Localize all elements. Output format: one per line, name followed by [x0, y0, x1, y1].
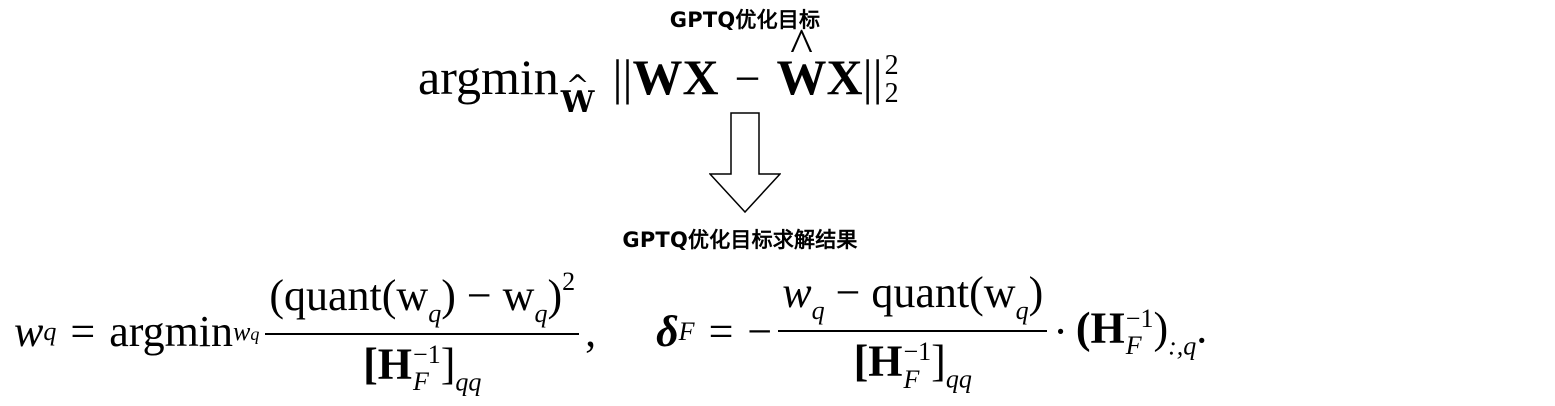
argmin-operator-2: argmin	[109, 307, 234, 356]
equals-sign: =	[70, 307, 96, 356]
argmin-subscript-w-hat: ^W	[560, 69, 595, 120]
down-arrow-icon	[709, 112, 781, 214]
matrix-x-second: X	[826, 49, 863, 105]
hat-mark-large: ^	[790, 19, 813, 72]
hat-mark: ^	[565, 69, 590, 102]
comma: ,	[585, 307, 597, 356]
minus-sign: −	[734, 53, 761, 104]
fraction-numerator: (quant(wq) − wq)2	[269, 266, 576, 328]
matrix-w-hat: ^W	[776, 19, 827, 105]
matrix-x: X	[682, 49, 719, 105]
norm-close: ||	[862, 49, 883, 105]
lhs-w: w	[14, 307, 44, 356]
delta-sub-f: F	[678, 317, 695, 346]
norm-open: ||	[612, 49, 633, 105]
dot-operator: ·	[1053, 307, 1068, 356]
negative-sign: −	[747, 307, 773, 356]
delta-symbol: δ	[656, 307, 679, 356]
matrix-w: W	[632, 49, 683, 105]
equals-sign-2: =	[708, 307, 734, 356]
fraction-bar	[265, 332, 580, 335]
lhs-sub-q: q	[43, 317, 57, 346]
objective-title: GPTQ优化目标	[669, 8, 821, 32]
argmin-sub: wq	[233, 317, 260, 346]
fraction-numerator-2: wq − quant(wq)	[782, 268, 1044, 326]
argmin-operator: argmin	[418, 49, 559, 105]
fraction-bar-2	[778, 330, 1048, 333]
solution-title: GPTQ优化目标求解结果	[622, 228, 858, 252]
